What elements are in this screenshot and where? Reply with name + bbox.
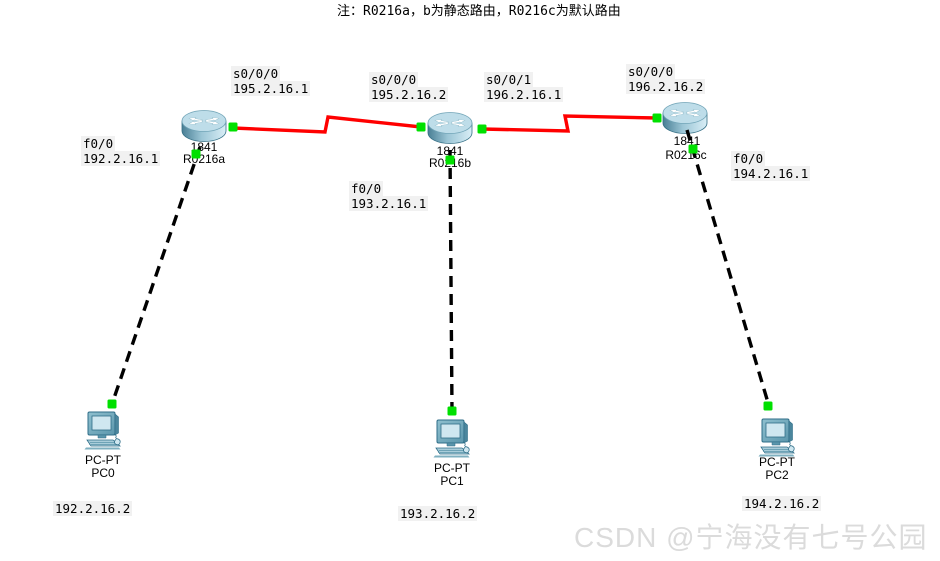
status-dot-PC1 [447,406,457,416]
ethernet-link-R0216b-PC1[interactable] [448,149,454,412]
status-dot-R0216b-s001 [477,124,487,134]
pc-name-label: PC0 [91,466,115,480]
ip-note-PC2: 194.2.16.2 [742,496,822,511]
ethernet-link-R0216c-PC2[interactable] [685,129,771,407]
serial-link-R0216b-R0216c[interactable] [481,114,658,133]
port-ip: 193.2.16.1 [349,196,429,211]
port-label-R0216c-s000: s0/0/0 196.2.16.2 [626,64,706,94]
port-ip: 196.2.16.2 [626,79,706,94]
status-dot-R0216a-f00 [191,149,201,159]
port-label-R0216b-s000: s0/0/0 195.2.16.2 [369,72,449,102]
csdn-watermark: CSDN @宁海没有七号公园 [574,522,928,553]
pc-model-label: PC-PT [85,453,121,467]
status-dot-R0216b-f00 [445,155,455,165]
port-name: f0/0 [731,151,766,166]
port-ip: 194.2.16.1 [731,166,811,181]
port-label-R0216a-f00: f0/0 192.2.16.1 [81,136,161,166]
pc-name-label: PC1 [440,474,464,488]
ip-note-PC1: 193.2.16.2 [398,506,478,521]
router-model-label: 1841 [673,134,701,148]
port-name: s0/0/0 [369,72,419,87]
ethernet-link-R0216a-PC0[interactable] [110,146,202,405]
port-name: f0/0 [81,136,116,151]
port-label-R0216b-s001: s0/0/1 196.2.16.1 [484,72,564,102]
pc-name-label: PC2 [765,468,789,482]
pc-model-label: PC-PT [434,461,470,475]
status-dot-PC0 [107,399,117,409]
port-ip: 195.2.16.2 [369,87,449,102]
port-ip: 195.2.16.1 [231,81,311,96]
pc-model-label: PC-PT [759,455,795,469]
port-label-R0216c-f00: f0/0 194.2.16.1 [731,151,811,181]
status-dot-R0216a-s000 [228,122,238,132]
port-name: s0/0/1 [484,72,534,87]
serial-link-R0216a-R0216b[interactable] [232,115,422,134]
port-label-R0216b-f00: f0/0 193.2.16.1 [349,181,429,211]
port-ip: 192.2.16.1 [81,151,161,166]
status-dot-R0216b-s000 [416,122,426,132]
diagram-note: 注：R0216a，b为静态路由，R0216c为默认路由 [337,4,621,19]
status-dot-R0216c-f00 [688,144,698,154]
port-label-R0216a-s000: s0/0/0 195.2.16.1 [231,66,311,96]
port-name: s0/0/0 [626,64,676,79]
port-name: s0/0/0 [231,66,281,81]
status-dot-PC2 [763,401,773,411]
port-name: f0/0 [349,181,384,196]
ip-note-PC0: 192.2.16.2 [53,501,133,516]
status-dot-R0216c-s000 [652,113,662,123]
port-ip: 196.2.16.1 [484,87,564,102]
